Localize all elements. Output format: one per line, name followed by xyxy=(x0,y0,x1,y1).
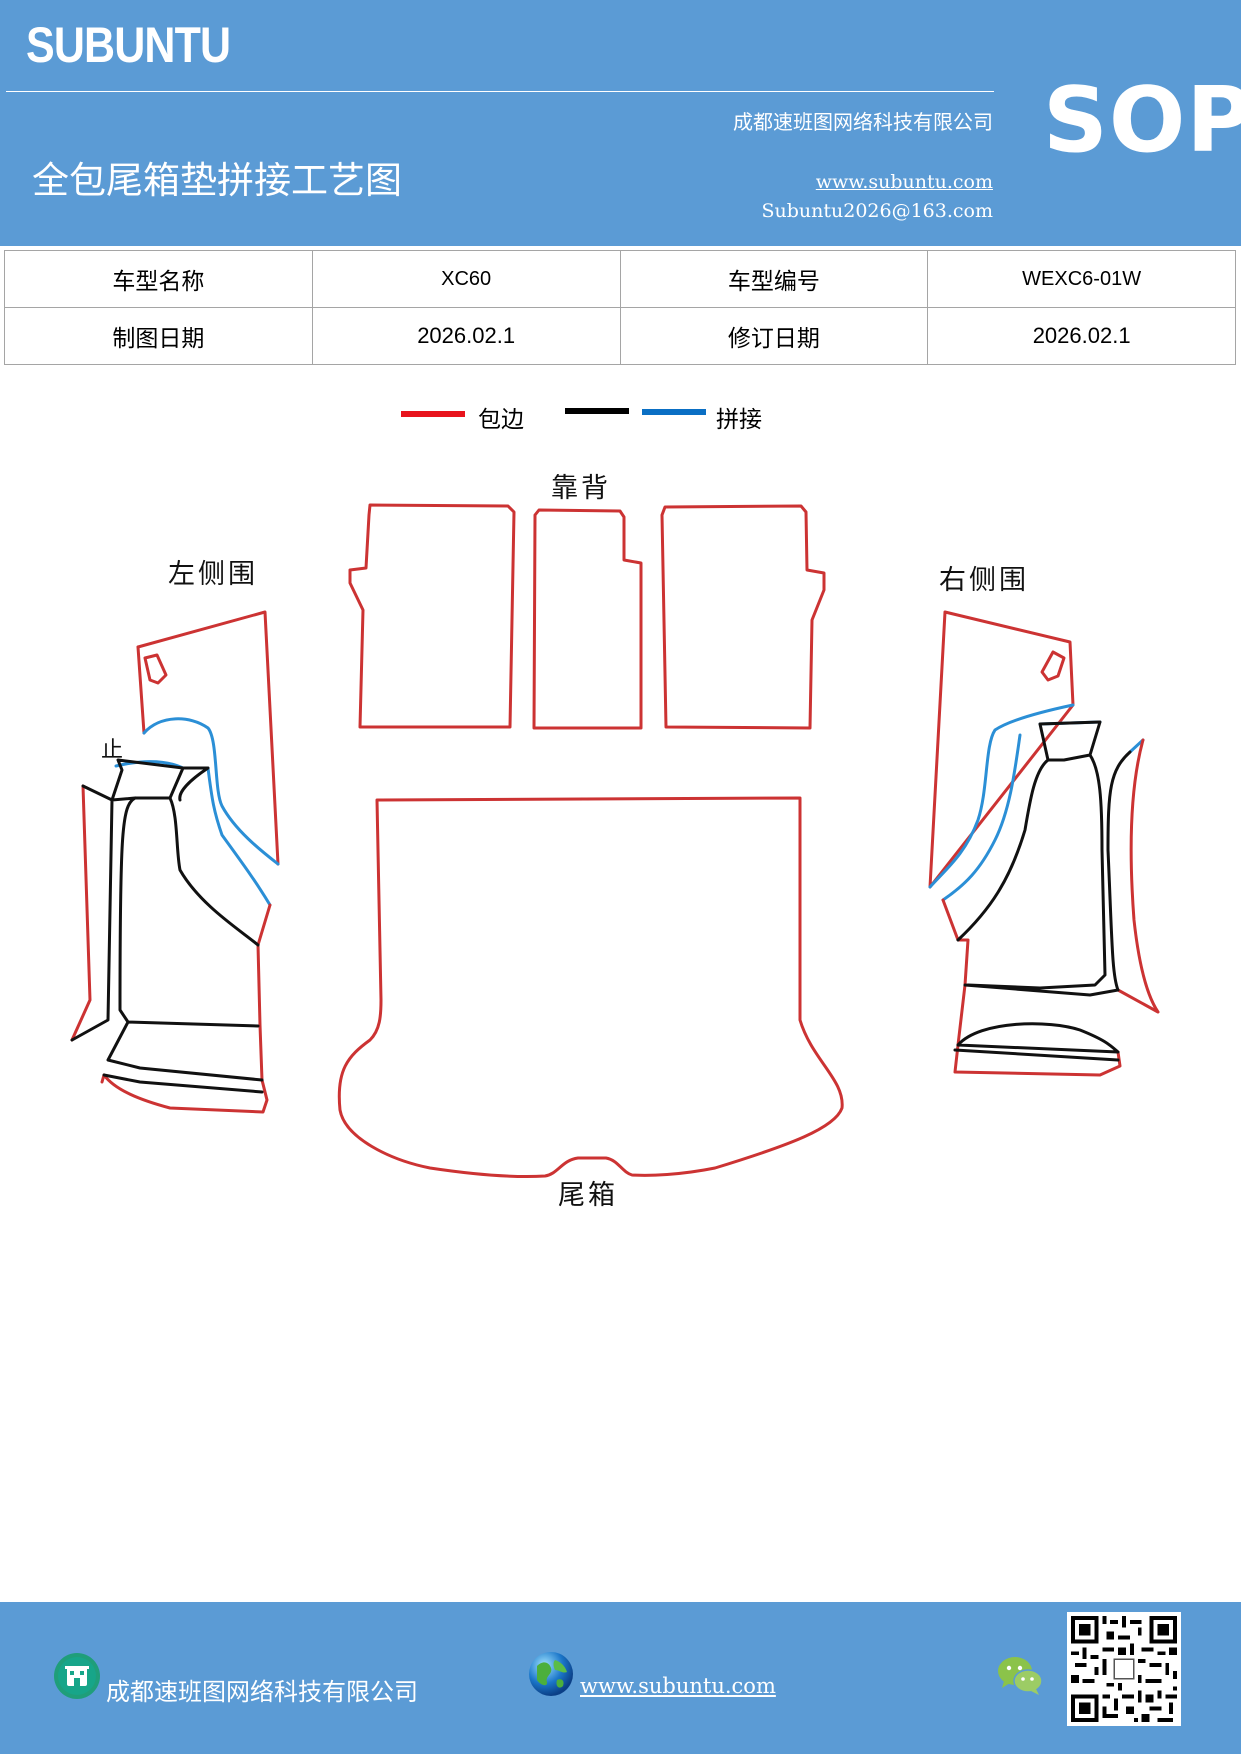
info-table: 车型名称 XC60 车型编号 WEXC6-01W 制图日期 2026.02.1 … xyxy=(4,250,1236,365)
table-row: 制图日期 2026.02.1 修订日期 2026.02.1 xyxy=(4,307,1236,365)
brand-logo: SUBUNTU xyxy=(26,17,231,73)
right-side-hole xyxy=(1040,650,1066,682)
legend-splice-label: 拼接 xyxy=(716,407,762,433)
left-side-splice-lower xyxy=(114,760,272,907)
left-side-splice-upper xyxy=(142,717,280,866)
backrest-right-panel xyxy=(660,504,826,730)
right-side-label: 右侧围 xyxy=(939,565,1029,596)
trunk-floor-panel xyxy=(337,796,844,1179)
stop-mark: 止 xyxy=(101,738,123,763)
header-banner: SUBUNTU 成都速班图网络科技有限公司 全包尾箱垫拼接工艺图 www.sub… xyxy=(0,0,1241,246)
right-side-seams xyxy=(953,720,1132,1062)
legend: 包边 拼接 xyxy=(401,407,762,433)
footer-website-link[interactable]: www.subuntu.com xyxy=(580,1674,776,1698)
right-side-splice-upper xyxy=(928,703,1075,889)
revise-date-value: 2026.02.1 xyxy=(927,307,1236,365)
revise-date-label: 修订日期 xyxy=(619,307,929,365)
trunk-label: 尾箱 xyxy=(558,1180,618,1211)
qr-code-icon[interactable] xyxy=(1066,1612,1182,1726)
backrest-middle-panel xyxy=(532,508,643,730)
table-row: 车型名称 XC60 车型编号 WEXC6-01W xyxy=(4,250,1236,308)
building-icon xyxy=(54,1653,100,1699)
wechat-icon[interactable] xyxy=(996,1654,1044,1698)
left-side-upper-edge xyxy=(136,645,146,735)
model-code-label: 车型编号 xyxy=(619,250,929,308)
right-side-upper-outline xyxy=(928,610,1075,889)
model-name-label: 车型名称 xyxy=(4,250,313,308)
draw-date-label: 制图日期 xyxy=(4,307,313,365)
backrest-label: 靠背 xyxy=(551,473,611,504)
draw-date-value: 2026.02.1 xyxy=(311,307,621,365)
document-title: 全包尾箱垫拼接工艺图 xyxy=(32,159,402,202)
header-divider xyxy=(6,91,994,92)
model-code-value: WEXC6-01W xyxy=(927,250,1236,308)
email-address: Subuntu2026@163.com xyxy=(761,200,993,222)
left-side-upper-outline xyxy=(136,610,280,866)
model-name-value: XC60 xyxy=(311,250,621,308)
backrest-left-panel xyxy=(348,503,516,729)
left-side-hole xyxy=(143,653,168,685)
left-side-outer-edge xyxy=(70,784,272,1114)
right-side-splice-lower xyxy=(941,720,1145,902)
globe-icon xyxy=(529,1652,573,1696)
company-name: 成都速班图网络科技有限公司 xyxy=(733,110,993,134)
website-link[interactable]: www.subuntu.com xyxy=(815,171,993,193)
sop-badge: SOP xyxy=(1043,68,1241,173)
left-side-seams xyxy=(70,758,264,1094)
left-side-label: 左侧围 xyxy=(168,559,258,590)
footer-company: 成都速班图网络科技有限公司 xyxy=(106,1678,418,1706)
footer-banner: 成都速班图网络科技有限公司 www.subuntu.com xyxy=(0,1602,1241,1754)
legend-edge-label: 包边 xyxy=(478,407,524,433)
right-side-outer-edge xyxy=(941,738,1160,1077)
